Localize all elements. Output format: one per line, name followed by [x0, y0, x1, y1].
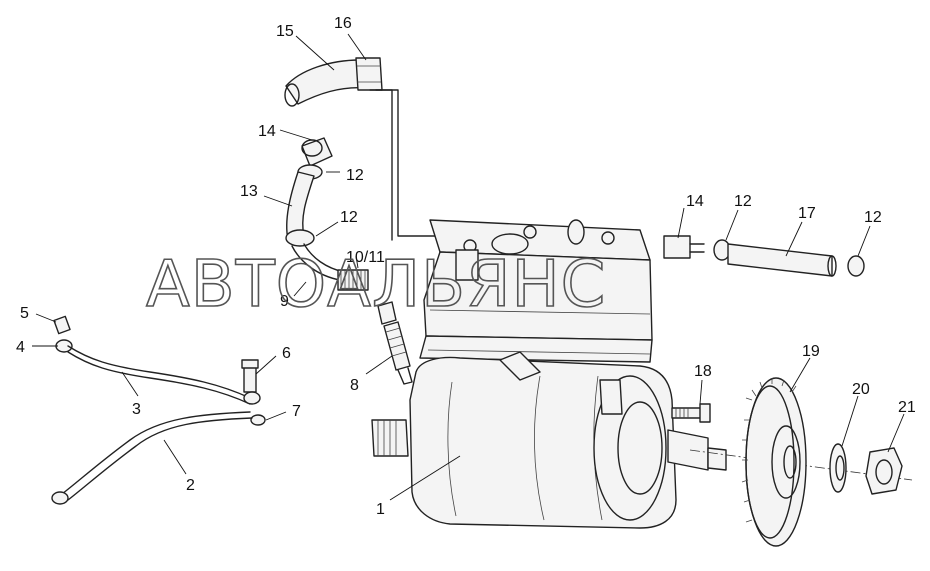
clamp-12-lower: [285, 229, 315, 247]
callout-9: 9: [280, 293, 289, 310]
callout-19: 19: [802, 343, 820, 360]
callout-18: 18: [694, 363, 712, 380]
fitting-14-right: [663, 235, 705, 259]
callout-3: 3: [132, 401, 141, 418]
nut-21: [865, 447, 903, 495]
valve-8: [377, 301, 413, 385]
callout-14-right: 14: [686, 193, 704, 210]
callout-16: 16: [334, 15, 352, 32]
bolt-5: [53, 315, 71, 335]
callout-12-c: 12: [734, 193, 752, 210]
callout-21: 21: [898, 399, 916, 416]
callout-7: 7: [292, 403, 301, 420]
fitting-14-left: [301, 137, 333, 167]
callout-12-d: 12: [864, 209, 882, 226]
leader-lines: [32, 33, 905, 501]
tube-17: [727, 243, 837, 277]
callout-20: 20: [852, 381, 870, 398]
callout-4: 4: [16, 339, 25, 356]
pipe-2: [51, 411, 253, 505]
pipe-to-head: [369, 89, 437, 241]
callout-2: 2: [186, 477, 195, 494]
washer-7: [250, 414, 266, 426]
gear-19: [741, 377, 807, 547]
callout-17: 17: [798, 205, 816, 222]
bolt-6: [241, 359, 261, 405]
crankshaft: [667, 429, 727, 471]
hose-15: [284, 59, 367, 107]
washer-20: [829, 443, 847, 493]
pipe-3: [67, 345, 251, 405]
watermark-text: АВТОАЛЬЯНС: [146, 248, 606, 322]
callout-5: 5: [20, 305, 29, 322]
compressor-body-1: [371, 351, 677, 529]
callout-1: 1: [376, 501, 385, 518]
callout-14-left: 14: [258, 123, 276, 140]
callouts: 15 16 14 12 13 12 10/11 9 8 5 4 3 6 7 2 …: [16, 15, 916, 518]
clamp-16: [355, 57, 383, 91]
washer-4: [55, 339, 73, 353]
callout-8: 8: [350, 377, 359, 394]
callout-12-a: 12: [346, 167, 364, 184]
callout-12-b: 12: [340, 209, 358, 226]
callout-13: 13: [240, 183, 258, 200]
callout-10-11: 10/11: [346, 249, 385, 266]
bolt-18: [671, 403, 711, 423]
callout-6: 6: [282, 345, 291, 362]
callout-15: 15: [276, 23, 294, 40]
clamp-12-right-b: [847, 255, 865, 277]
cylinder-head: [419, 219, 653, 363]
spring-10-11: [337, 269, 369, 291]
